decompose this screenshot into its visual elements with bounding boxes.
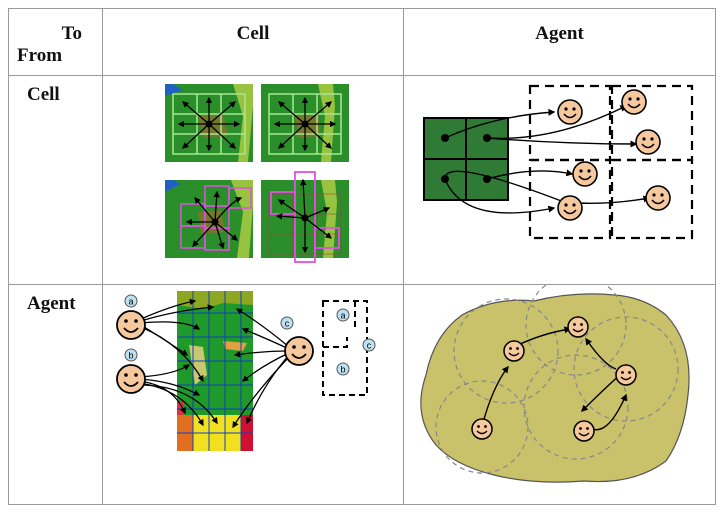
cell-agent-diagram	[423, 84, 694, 240]
corner-header: To From	[8, 8, 103, 76]
landscape-grid	[177, 291, 253, 451]
row-header-agent: Agent	[8, 284, 103, 505]
cell-to-agent-panel	[403, 75, 716, 285]
marker-a-circle	[124, 294, 138, 308]
agent-icon	[635, 129, 661, 155]
agent-regions	[528, 84, 694, 240]
floorplan-marker-c: c	[367, 341, 372, 351]
floorplan-marker-a: a	[340, 311, 345, 321]
floorplan-marker-b: b	[340, 365, 345, 375]
agent-icon	[572, 161, 598, 187]
marker-a-label: a	[128, 297, 133, 307]
from-label: From	[17, 45, 63, 66]
marker-c-circle	[280, 316, 294, 330]
neighborhood-circles	[435, 285, 679, 474]
agent-cell-diagram: a b c a c	[116, 291, 376, 451]
agent-c-icon	[284, 336, 314, 366]
marker-b-circle	[124, 348, 138, 362]
floorplan: a c b	[322, 300, 376, 396]
cell-neighborhood-diagram	[165, 84, 349, 263]
interaction-table: To From Cell Agent Cell	[8, 8, 716, 505]
column-header-agent: Agent	[403, 8, 716, 76]
column-label-cell: Cell	[236, 23, 270, 44]
moore-neighborhood-map-1	[165, 84, 253, 162]
to-label: To	[61, 23, 82, 44]
cell-block	[423, 117, 509, 201]
agent-arrows	[138, 298, 290, 429]
column-label-agent: Agent	[535, 23, 584, 44]
agent-icon	[645, 185, 671, 211]
agent-icon	[567, 316, 589, 338]
agent-icon	[503, 340, 525, 362]
agent-icon	[471, 418, 493, 440]
agent-to-agent-panel	[403, 284, 716, 505]
row-label-agent: Agent	[27, 293, 76, 314]
agent-icon	[615, 364, 637, 386]
agent-icon	[621, 89, 647, 115]
agent-agent-diagram	[420, 285, 690, 483]
agent-a-icon	[116, 310, 146, 340]
row-label-cell: Cell	[27, 84, 60, 105]
agent-icon	[557, 99, 583, 125]
interaction-arrows	[444, 105, 651, 214]
agent-icon	[557, 195, 583, 221]
moore-neighborhood-map-2	[261, 84, 349, 162]
marker-c-label: c	[285, 319, 290, 329]
cell-to-cell-panel	[102, 75, 404, 285]
row-header-cell: Cell	[8, 75, 103, 285]
agent-b-icon	[116, 364, 146, 394]
marker-b-label: b	[128, 351, 133, 361]
column-header-cell: Cell	[102, 8, 404, 76]
agent-to-cell-panel: a b c a c	[102, 284, 404, 505]
extended-neighborhood-map-2	[261, 171, 349, 263]
agent-icon	[573, 420, 595, 442]
extended-neighborhood-map-1	[165, 180, 253, 258]
